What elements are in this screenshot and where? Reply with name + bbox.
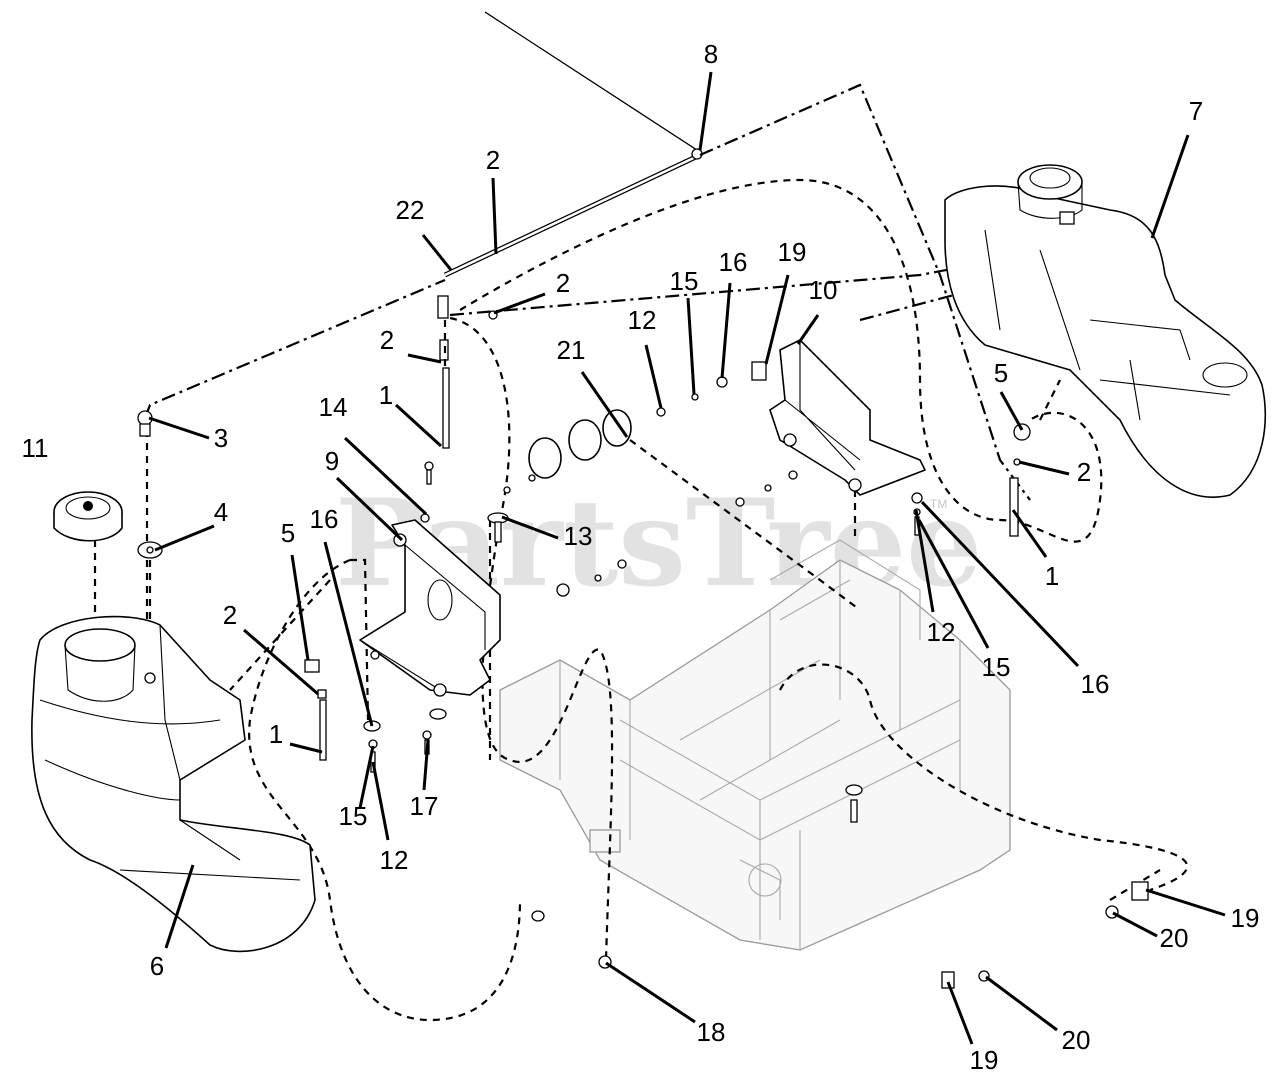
- fuel-cap: [53, 491, 123, 542]
- callout-2: 2: [380, 325, 394, 355]
- callout-5: 5: [281, 518, 295, 548]
- hose-clamps: [528, 409, 632, 479]
- callout-16: 16: [310, 504, 339, 534]
- callout-19: 19: [970, 1045, 999, 1075]
- callout-1: 1: [379, 380, 393, 410]
- cable-assembly: [437, 11, 703, 361]
- callout-10: 10: [809, 275, 838, 305]
- callout-16: 16: [719, 247, 748, 277]
- fuel-tank-right: [944, 164, 1267, 498]
- callout-21: 21: [557, 335, 586, 365]
- callout-8: 8: [704, 39, 718, 69]
- callout-12: 12: [380, 845, 409, 875]
- callout-3: 3: [214, 423, 228, 453]
- callout-12: 12: [927, 617, 956, 647]
- callout-19: 19: [1231, 903, 1260, 933]
- mower-frame: [499, 539, 1011, 951]
- callout-22: 22: [396, 195, 425, 225]
- watermark-trademark: TM: [930, 497, 947, 511]
- mounting-bracket-right: [769, 339, 926, 496]
- callout-6: 6: [150, 951, 164, 981]
- callout-19: 19: [778, 237, 807, 267]
- fuel-tank-left: [31, 615, 316, 953]
- callout-labels: 8 7 2 22 2 12 15 16 19 10 21 2 1 14 11 3…: [22, 39, 1260, 1075]
- callout-13: 13: [564, 521, 593, 551]
- leader-lines: [148, 71, 1226, 1045]
- callout-2: 2: [556, 268, 570, 298]
- callout-15: 15: [982, 652, 1011, 682]
- callout-18: 18: [697, 1017, 726, 1047]
- callout-20: 20: [1160, 923, 1189, 953]
- callout-15: 15: [670, 266, 699, 296]
- callout-5: 5: [994, 358, 1008, 388]
- callout-9: 9: [325, 446, 339, 476]
- callout-1: 1: [269, 719, 283, 749]
- callout-11: 11: [22, 433, 49, 463]
- callout-14: 14: [319, 392, 348, 422]
- callout-7: 7: [1189, 96, 1203, 126]
- callout-16: 16: [1081, 669, 1110, 699]
- callout-20: 20: [1062, 1025, 1091, 1055]
- hardware: [137, 310, 1149, 989]
- callout-15: 15: [339, 801, 368, 831]
- callout-2: 2: [486, 145, 500, 175]
- callout-17: 17: [410, 791, 439, 821]
- callout-4: 4: [214, 497, 228, 527]
- callout-1: 1: [1045, 561, 1059, 591]
- callout-2: 2: [1077, 457, 1091, 487]
- callout-12: 12: [628, 305, 657, 335]
- callout-2: 2: [223, 600, 237, 630]
